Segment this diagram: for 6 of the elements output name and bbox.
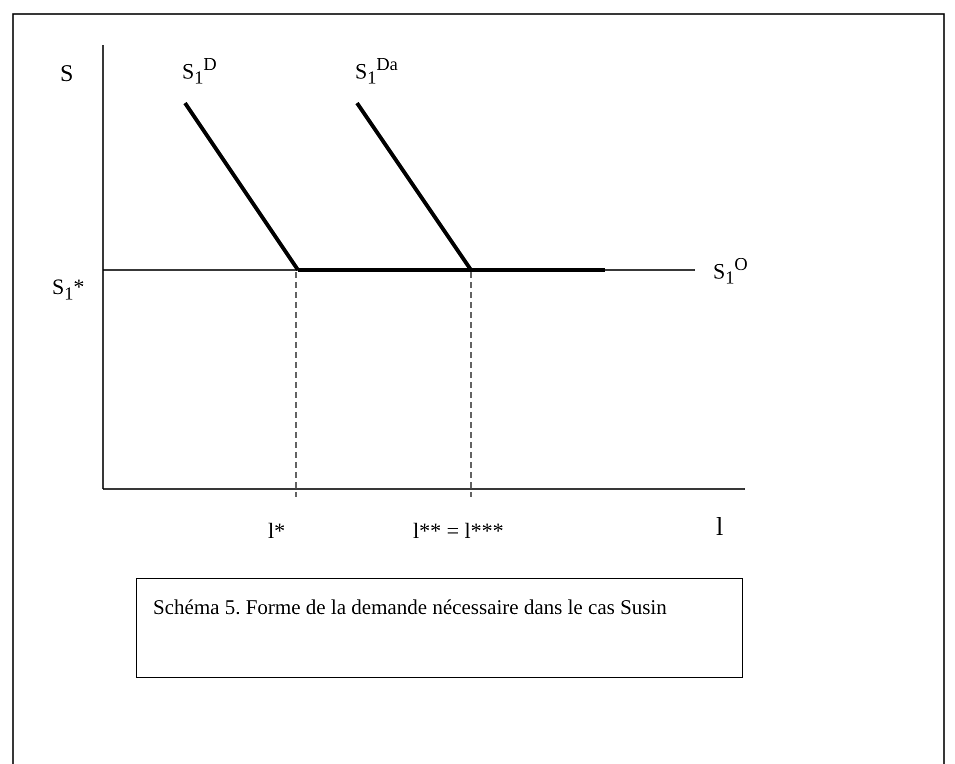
axis-value-label: S$_{1}$* bbox=[52, 276, 84, 303]
axis-value-label: l** = l*** bbox=[413, 520, 504, 542]
caption: Schéma 5. Forme de la demande nécessaire dans le cas Susin bbox=[136, 578, 743, 678]
axis-label: S bbox=[60, 62, 74, 86]
axis-label: l bbox=[716, 514, 724, 540]
axis-value-label: l* bbox=[268, 520, 286, 542]
